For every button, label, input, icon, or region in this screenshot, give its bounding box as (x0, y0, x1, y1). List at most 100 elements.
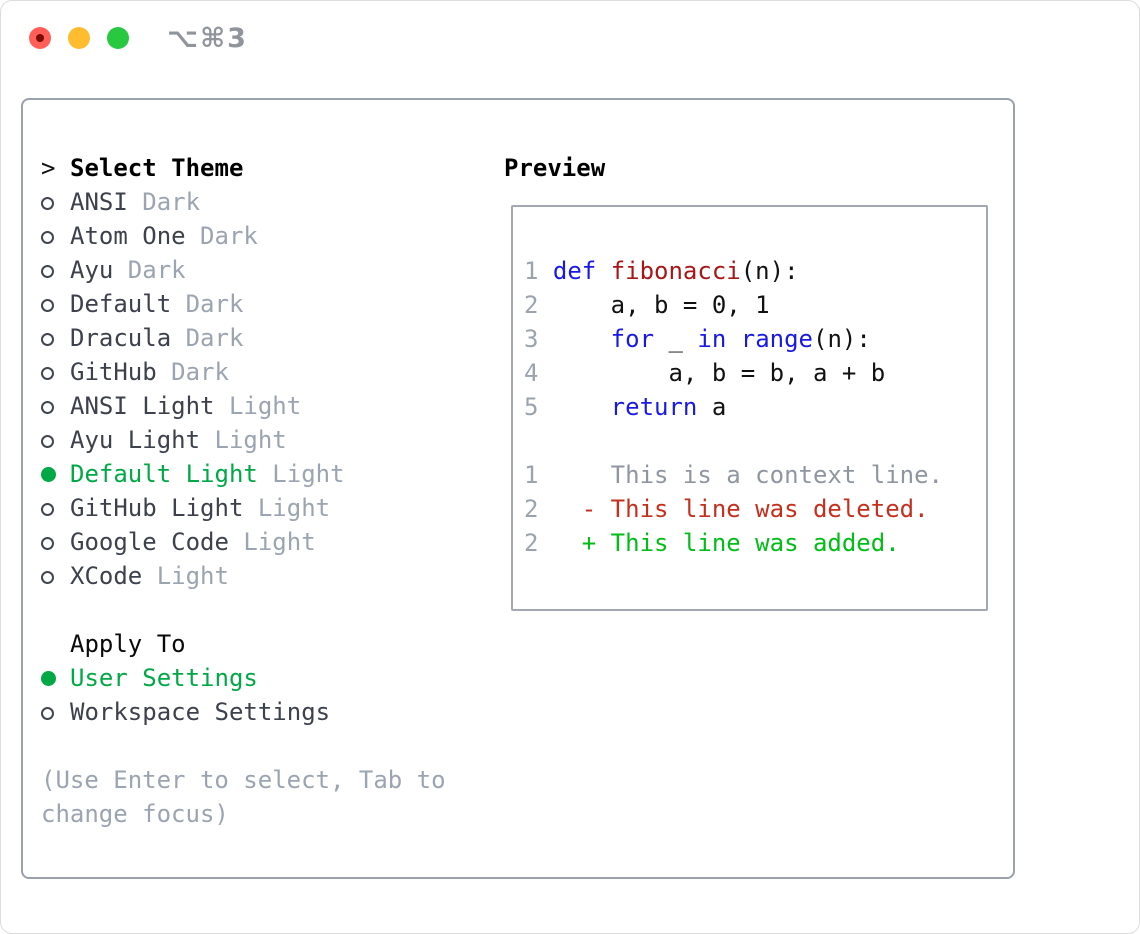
zoom-button[interactable] (107, 27, 129, 49)
code-line: 4 a, b = b, a + b (524, 356, 986, 390)
theme-variant-tag: Light (243, 494, 331, 522)
theme-option-ansi-light[interactable]: ANSI Light Light (41, 389, 501, 423)
option-label: Default (70, 290, 172, 318)
theme-option-xcode[interactable]: XCode Light (41, 559, 501, 593)
option-label: Workspace Settings (70, 698, 331, 726)
close-button[interactable] (29, 27, 51, 49)
code-token-plain: _ (654, 325, 698, 353)
code-token-plain (596, 257, 610, 285)
line-number: 5 (524, 393, 539, 421)
code-token-kw: in (697, 325, 727, 353)
option-label: Atom One (70, 222, 186, 250)
line-number: 3 (524, 325, 539, 353)
theme-option-github[interactable]: GitHub Dark (41, 355, 501, 389)
focus-caret: > (41, 154, 56, 182)
option-label: GitHub (70, 358, 157, 386)
code-token-fn: fibonacci (610, 257, 741, 285)
line-number: 1 (524, 461, 539, 489)
theme-variant-tag: Dark (171, 290, 244, 318)
preview-code-box: 1 def fibonacci (n): 2 a, b = 0, 1 3 for _ i… (511, 205, 988, 611)
minimize-button[interactable] (68, 27, 90, 49)
radio-unselected-icon (41, 265, 54, 278)
option-label: Default Light (70, 460, 258, 488)
theme-option-atom-one[interactable]: Atom One Dark (41, 219, 501, 253)
code-token-plain (553, 325, 611, 353)
code-token-del: - This line was deleted. (552, 495, 929, 523)
code-token-plain (726, 325, 740, 353)
radio-selected-icon (41, 467, 56, 482)
code-token-kw: for (610, 325, 655, 353)
option-label: Google Code (70, 528, 229, 556)
radio-unselected-icon (41, 231, 54, 244)
theme-option-github-light[interactable]: GitHub Light Light (41, 491, 501, 525)
code-line: 2 + This line was added. (524, 526, 986, 560)
apply-option-workspace-settings[interactable]: Workspace Settings (41, 695, 501, 729)
code-token-ctx: This is a context line. (552, 461, 944, 489)
theme-option-ansi[interactable]: ANSI Dark (41, 185, 501, 219)
window-shortcut-label: ⌥⌘3 (167, 23, 248, 54)
radio-unselected-icon (41, 367, 54, 380)
radio-unselected-icon (41, 537, 54, 550)
option-label: Ayu (70, 256, 114, 284)
traffic-lights (29, 27, 129, 49)
theme-variant-tag: Light (214, 392, 302, 420)
theme-variant-tag: Dark (127, 188, 201, 216)
option-label: Dracula (70, 324, 172, 352)
theme-variant-tag: Dark (156, 358, 229, 386)
theme-option-ayu[interactable]: Ayu Dark (41, 253, 501, 287)
option-label: ANSI (70, 188, 128, 216)
spacer (41, 593, 501, 627)
apply-option-user-settings[interactable]: User Settings (41, 661, 501, 695)
radio-unselected-icon (41, 197, 54, 210)
code-token-kw: return (610, 393, 698, 421)
apply-to-header: Apply To (41, 627, 501, 661)
preview-title: Preview (504, 154, 606, 182)
theme-option-default-light[interactable]: Default Light Light (41, 457, 501, 491)
radio-unselected-icon (41, 503, 54, 516)
theme-variant-tag: Dark (113, 256, 186, 284)
theme-option-ayu-light[interactable]: Ayu Light Light (41, 423, 501, 457)
radio-unselected-icon (41, 401, 54, 414)
line-number: 2 (524, 291, 539, 319)
theme-variant-tag: Dark (185, 222, 258, 250)
option-label: XCode (70, 562, 143, 590)
radio-unselected-icon (41, 571, 54, 584)
theme-option-dracula[interactable]: Dracula Dark (41, 321, 501, 355)
code-line (524, 424, 986, 458)
line-number: 2 (524, 529, 539, 557)
code-token-plain: a, b = b, a + b (552, 359, 886, 387)
title-bar[interactable]: ⌥⌘3 (1, 1, 1139, 77)
option-label: GitHub Light (70, 494, 244, 522)
select-theme-title: Select Theme (70, 154, 244, 182)
option-label: Ayu Light (70, 426, 201, 454)
code-token-plain: (n): (813, 325, 871, 353)
code-line: 5 return a (524, 390, 986, 424)
apply-to-title: Apply To (70, 630, 186, 658)
code-token-plain (553, 393, 611, 421)
code-token-kw: range (740, 325, 813, 353)
option-label: ANSI Light (70, 392, 215, 420)
code-line: 2 - This line was deleted. (524, 492, 986, 526)
line-number: 1 (524, 257, 539, 285)
theme-variant-tag: Light (142, 562, 229, 590)
select-theme-header: > Select Theme (41, 151, 501, 185)
theme-variant-tag: Light (257, 460, 345, 488)
code-line: 2 a, b = 0, 1 (524, 288, 986, 322)
theme-option-google-code[interactable]: Google Code Light (41, 525, 501, 559)
code-line: 1 This is a context line. (524, 458, 986, 492)
radio-unselected-icon (41, 333, 54, 346)
line-number: 4 (524, 359, 539, 387)
theme-variant-tag: Light (200, 426, 287, 454)
code-token-add: + This line was added. (552, 529, 900, 557)
code-token-plain: a, b = 0, 1 (552, 291, 770, 319)
code-token-kw: def (552, 257, 597, 285)
help-text-line-1: (Use Enter to select, Tab to (41, 766, 446, 794)
theme-option-default[interactable]: Default Dark (41, 287, 501, 321)
radio-unselected-icon (41, 707, 54, 720)
theme-variant-tag: Dark (171, 324, 244, 352)
